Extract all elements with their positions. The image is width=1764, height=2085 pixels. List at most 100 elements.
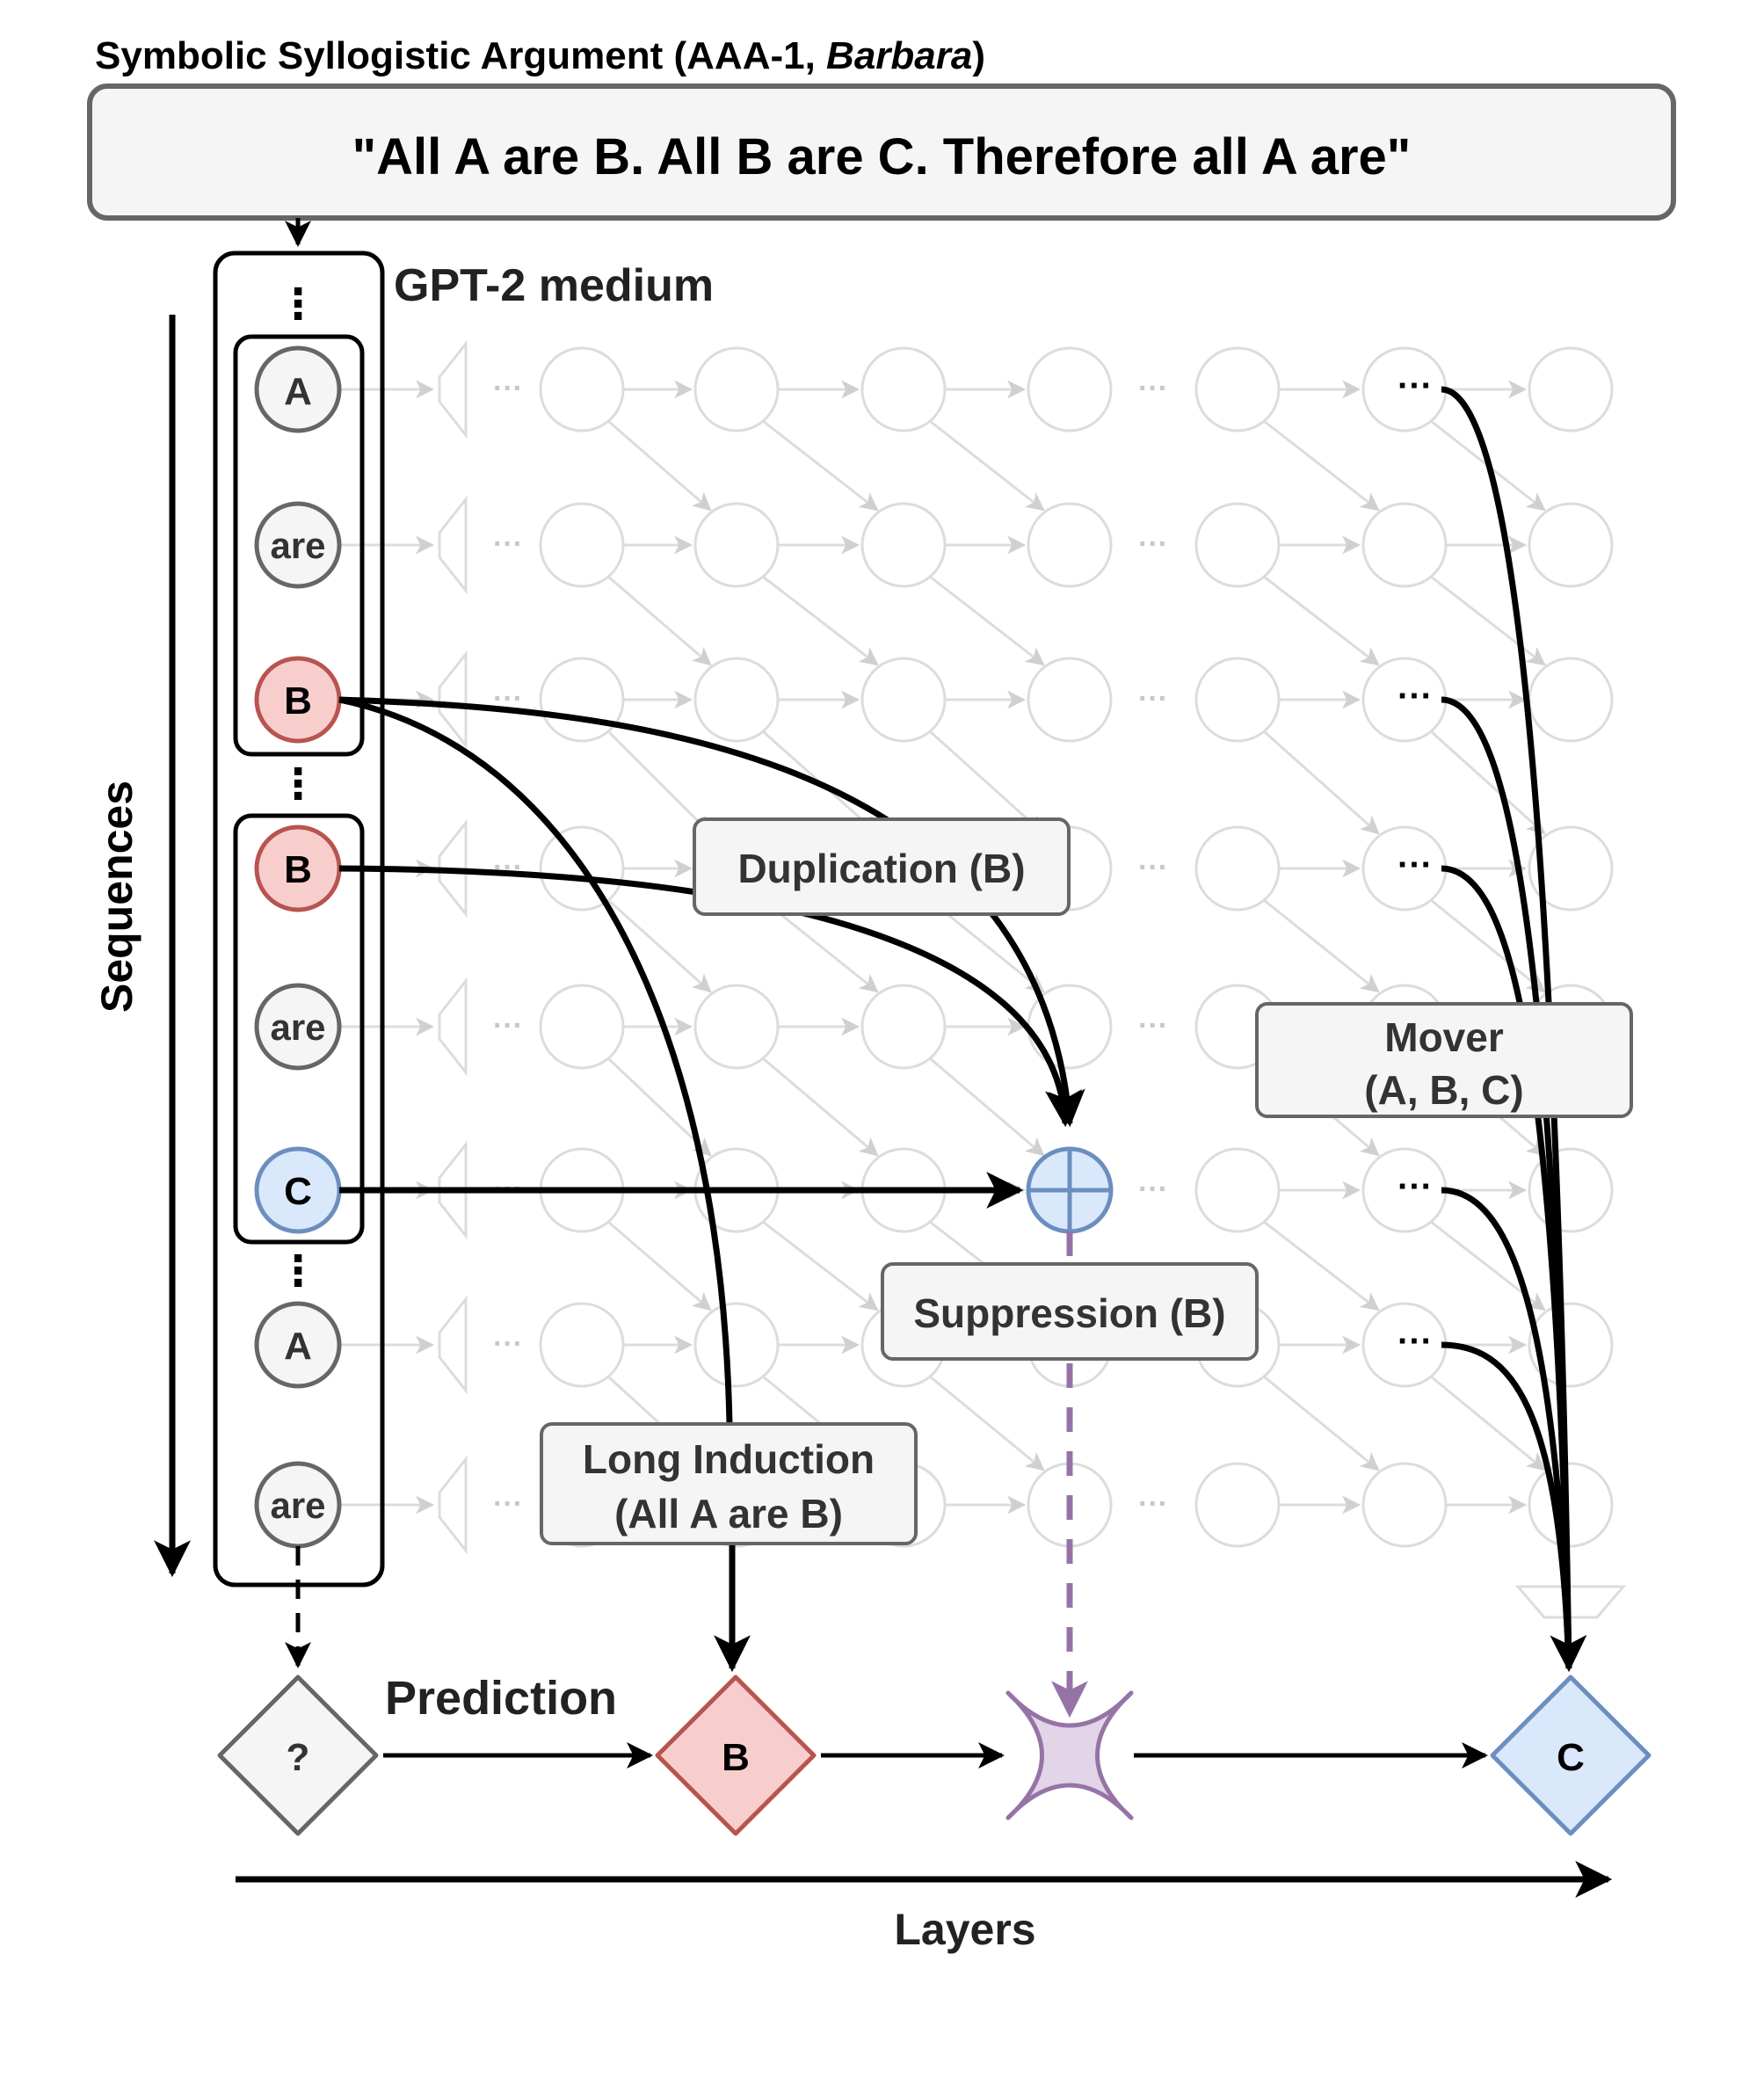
ellipsis-low: ⋮	[277, 1248, 319, 1295]
faint-dots: ···	[1138, 1009, 1168, 1042]
faint-attention-arrow	[929, 1057, 1045, 1157]
hidden-state-node	[860, 657, 947, 743]
hidden-state-node	[693, 657, 780, 743]
embedding-trapezoid	[438, 1140, 468, 1240]
hidden-state-node	[1194, 346, 1281, 432]
faint-attention-arrow	[1263, 575, 1380, 666]
layers-axis-label: Layers	[894, 1905, 1035, 1954]
sequences-axis-label: Sequences	[92, 781, 142, 1013]
arrow-b1-induction	[338, 696, 733, 1425]
faint-attention-arrow	[1430, 575, 1546, 666]
svg-text:Suppression (B): Suppression (B)	[913, 1290, 1225, 1336]
hidden-state-node	[539, 1302, 625, 1388]
figure-title: Symbolic Syllogistic Argument (AAA-1, Ba…	[95, 34, 985, 77]
token-node-b-2: B	[254, 825, 342, 912]
ellipsis-top: ⋮	[277, 281, 319, 328]
token-node-are-1: are	[254, 501, 342, 589]
prompt-box	[87, 84, 1676, 221]
mover-box: Mover (A, B, C)	[1255, 1002, 1633, 1118]
faint-attention-arrow	[1263, 1220, 1380, 1311]
sum-node	[1026, 1146, 1114, 1234]
svg-text:C: C	[284, 1170, 312, 1213]
faint-dots: ···	[1138, 372, 1168, 405]
faint-dots: ···	[1138, 682, 1168, 716]
svg-text:(All A are B): (All A are B)	[614, 1491, 843, 1537]
faint-attention-arrow	[1263, 898, 1380, 993]
svg-text:···: ···	[1397, 367, 1433, 405]
svg-text:A: A	[284, 370, 312, 413]
faint-attention-arrow	[607, 1220, 712, 1311]
prediction-c-diamond: C	[1490, 1675, 1651, 1836]
faint-attention-arrow	[1430, 898, 1546, 993]
faint-dots: ···	[493, 1009, 523, 1042]
faint-attention-arrow	[929, 1375, 1045, 1471]
faint-attention-arrow	[762, 575, 879, 666]
hidden-state-node	[1528, 657, 1614, 743]
hidden-state-node	[539, 346, 625, 432]
svg-text:B: B	[284, 848, 312, 891]
svg-text:A: A	[284, 1325, 312, 1368]
hidden-state-node	[1194, 1147, 1281, 1233]
hidden-state-node	[1027, 502, 1113, 588]
svg-text:C: C	[1557, 1736, 1585, 1779]
faint-dots: ···	[493, 1327, 523, 1361]
duplication-box: Duplication (B)	[693, 817, 1071, 916]
network-grid: ········································…	[339, 339, 1627, 1619]
faint-dots: ···	[493, 527, 523, 561]
embedding-trapezoid	[438, 977, 468, 1077]
prediction-label: Prediction	[385, 1672, 617, 1725]
circuit-arrows	[338, 386, 1587, 1673]
svg-text:B: B	[722, 1736, 750, 1779]
faint-attention-arrow	[606, 898, 712, 993]
hidden-state-node	[693, 502, 780, 588]
token-node-b-1: B	[254, 656, 342, 744]
faint-attention-arrow	[929, 419, 1045, 512]
faint-attention-arrow	[1263, 419, 1380, 512]
svg-text:Duplication (B): Duplication (B)	[737, 846, 1025, 891]
hidden-state-node	[1528, 1302, 1614, 1388]
hidden-state-node	[693, 346, 780, 432]
faint-attention-arrow	[928, 730, 1045, 835]
svg-text:···: ···	[1397, 677, 1433, 716]
embedding-trapezoid	[438, 339, 468, 440]
hidden-state-node	[1528, 346, 1614, 432]
faint-dots: ···	[1138, 851, 1168, 884]
svg-text:B: B	[284, 679, 312, 723]
faint-attention-arrow	[606, 1057, 712, 1157]
mover-source-dots: ··· ··· ··· ··· ···	[1397, 367, 1433, 1361]
prompt-text: "All A are B. All B are C. Therefore all…	[352, 128, 1412, 185]
faint-attention-arrow	[607, 575, 712, 666]
hidden-state-node	[1528, 825, 1614, 912]
hidden-state-node	[1361, 502, 1448, 588]
hidden-state-node	[539, 984, 625, 1070]
faint-dots: ···	[493, 851, 523, 884]
faint-attention-arrow	[1263, 730, 1380, 835]
svg-text:are: are	[270, 1006, 325, 1048]
token-node-a-2: A	[254, 1301, 342, 1389]
hidden-state-node	[693, 984, 780, 1070]
hidden-state-node	[860, 502, 947, 588]
unembedding-trapezoid	[1514, 1585, 1627, 1619]
faint-dots: ···	[1138, 527, 1168, 561]
svg-text:Long Induction: Long Induction	[583, 1436, 875, 1482]
premise-box-1	[233, 334, 365, 757]
svg-text:···: ···	[1397, 846, 1433, 884]
hidden-state-node	[1027, 657, 1113, 743]
hidden-state-node	[1528, 1147, 1614, 1233]
token-node-a-1: A	[254, 345, 342, 433]
embedding-trapezoid	[438, 1295, 468, 1395]
ellipsis-mid: ⋮	[277, 761, 319, 808]
faint-attention-arrow	[606, 730, 712, 835]
embedding-trapezoid	[438, 1455, 468, 1555]
induction-box: Long Induction (All A are B)	[540, 1422, 918, 1545]
faint-dots: ···	[1138, 1173, 1168, 1206]
faint-dots: ···	[1138, 1487, 1168, 1521]
prediction-unknown-diamond: ?	[217, 1675, 379, 1836]
faint-attention-arrow	[1430, 1375, 1546, 1471]
hidden-state-node	[1194, 825, 1281, 912]
arrow-b1-duplication	[338, 696, 1085, 1128]
svg-text:?: ?	[287, 1736, 310, 1779]
token-node-c: C	[254, 1146, 342, 1234]
hidden-state-node	[1194, 502, 1281, 588]
